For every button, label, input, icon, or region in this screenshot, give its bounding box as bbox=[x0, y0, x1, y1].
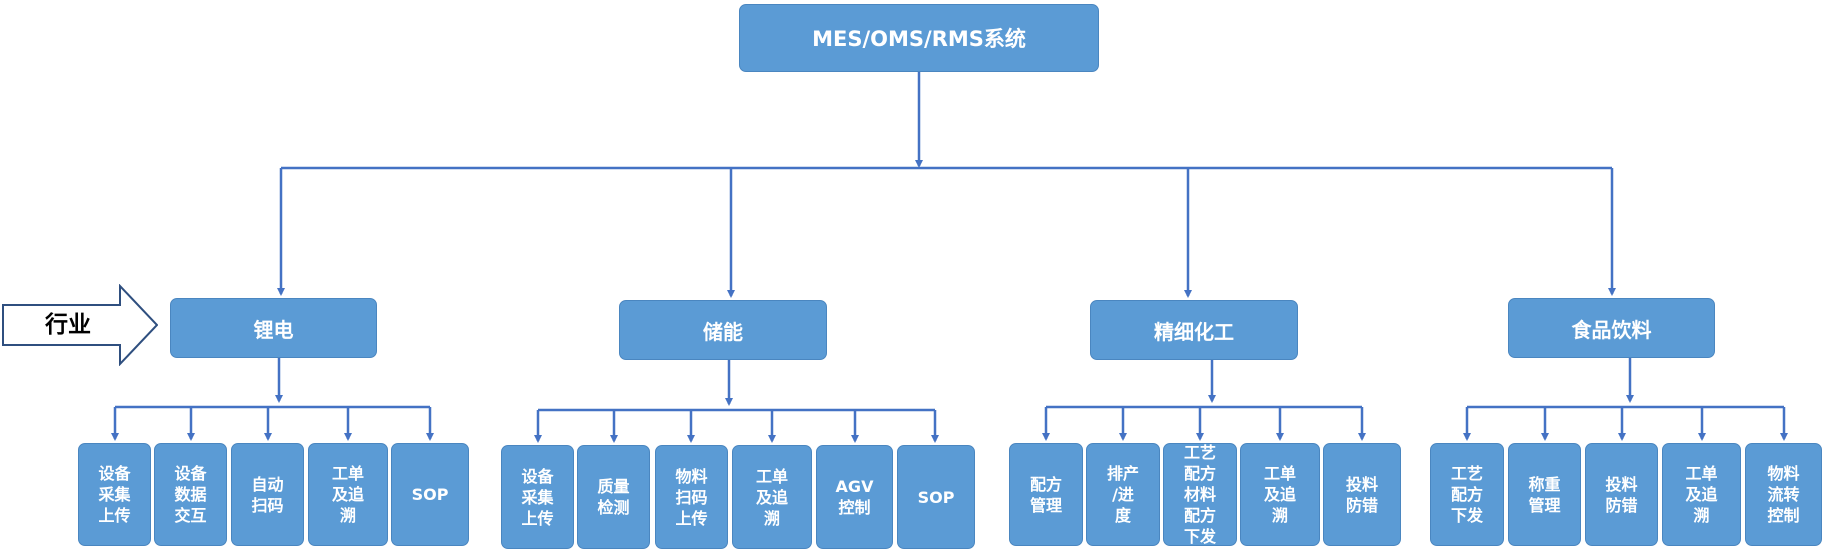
industry-tag-label: 行业 bbox=[45, 312, 91, 338]
leaf-box: 物料 扫码 上传 bbox=[655, 445, 728, 549]
leaf-box: 自动 扫码 bbox=[231, 443, 304, 546]
industry-box-energy-storage: 储能 bbox=[619, 300, 827, 360]
leaf-box: 投料 防错 bbox=[1323, 443, 1401, 546]
industry-box-food-beverage: 食品饮料 bbox=[1508, 298, 1715, 358]
leaf-box: 物料 流转 控制 bbox=[1745, 443, 1822, 546]
industry-arrow-icon bbox=[2, 284, 158, 366]
industry-box-lithium: 锂电 bbox=[170, 298, 377, 358]
leaf-box: 工艺 配方 材料 配方 下发 bbox=[1163, 443, 1237, 546]
leaf-box: 工单 及追 溯 bbox=[732, 445, 812, 549]
root-system-box: MES/OMS/RMS系统 bbox=[739, 4, 1099, 72]
leaf-box: AGV 控制 bbox=[816, 445, 893, 549]
leaf-box: 投料 防错 bbox=[1585, 443, 1658, 546]
leaf-box: 工单 及追 溯 bbox=[1240, 443, 1320, 546]
leaf-box: 设备 数据 交互 bbox=[154, 443, 227, 546]
leaf-box: SOP bbox=[897, 445, 975, 549]
leaf-box: 工单 及追 溯 bbox=[308, 443, 388, 546]
leaf-box: SOP bbox=[391, 443, 469, 546]
leaf-box: 质量 检测 bbox=[577, 445, 650, 549]
leaf-box: 称重 管理 bbox=[1508, 443, 1581, 546]
leaf-box: 设备 采集 上传 bbox=[501, 445, 574, 549]
leaf-box: 工艺 配方 下发 bbox=[1430, 443, 1504, 546]
leaf-box: 配方 管理 bbox=[1009, 443, 1083, 546]
industry-box-fine-chemicals: 精细化工 bbox=[1090, 300, 1298, 360]
leaf-box: 设备 采集 上传 bbox=[78, 443, 151, 546]
leaf-box: 工单 及追 溯 bbox=[1662, 443, 1741, 546]
leaf-box: 排产 /进 度 bbox=[1086, 443, 1160, 546]
